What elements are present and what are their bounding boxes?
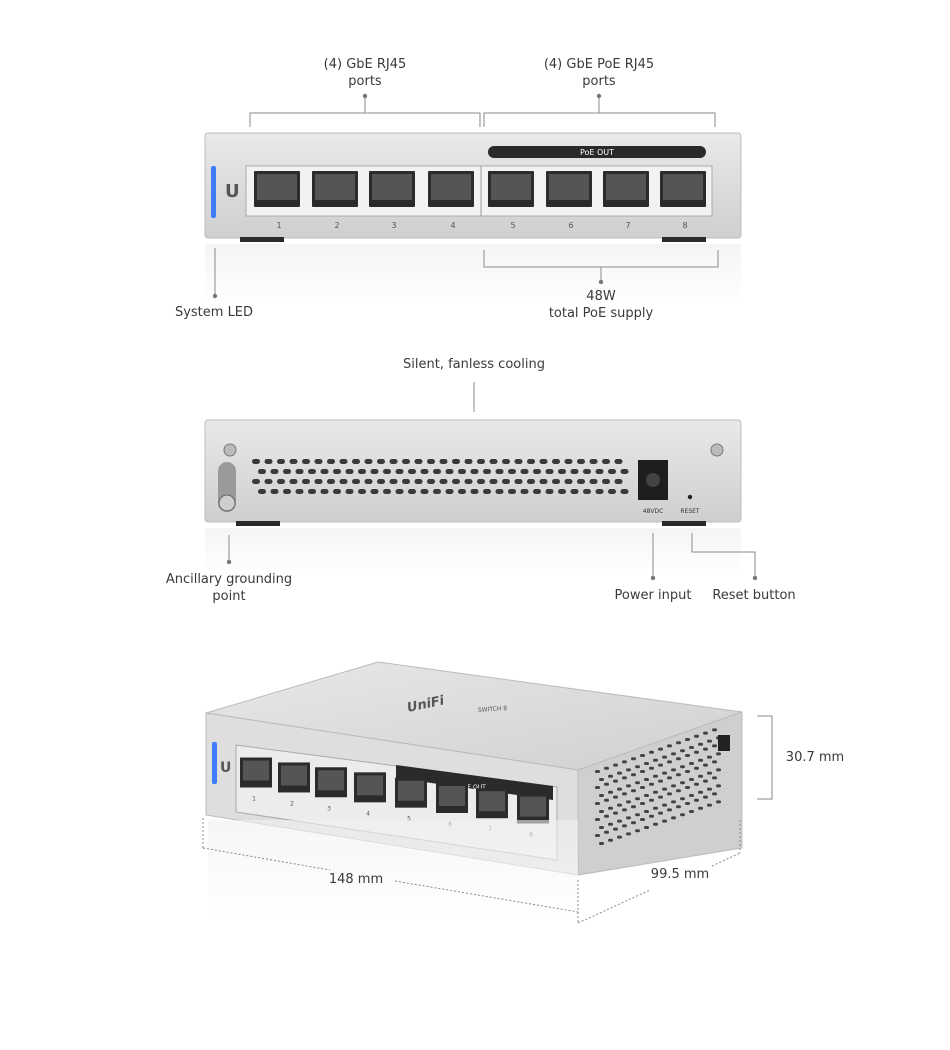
rj45-port-2: 2: [312, 171, 358, 230]
rear-view-switch: 48VDC RESET: [204, 419, 742, 573]
port-number-label-3d: 1: [252, 796, 256, 803]
port-number-label: 5: [510, 221, 515, 230]
poe-ports-callout: (4) GbE PoE RJ45 ports: [524, 56, 674, 90]
cooling-callout: Silent, fanless cooling: [403, 357, 545, 372]
rj45-port-3d-4: 4: [354, 772, 386, 817]
reset-label: RESET: [680, 508, 700, 515]
model-label: SWITCH 8: [478, 705, 508, 714]
rj45-port-6: 6: [546, 171, 592, 230]
rj45-port-3d-5: 5: [395, 777, 427, 823]
width-dimension: 148 mm: [328, 872, 384, 887]
rj45-port-3d-3: 3: [315, 767, 347, 812]
rj45-port-3: 3: [369, 171, 415, 230]
front-callout-lines: [214, 96, 719, 296]
ubiquiti-logo-icon: U: [225, 181, 240, 202]
system-led-callout: System LED: [174, 305, 254, 320]
rear-callout-lines: [228, 382, 756, 578]
poe-supply-line2: total PoE supply: [548, 306, 654, 321]
system-led: [211, 166, 216, 218]
port-number-label-3d: 2: [290, 800, 294, 807]
screw-icon: [223, 443, 237, 457]
power-jack-3d: [718, 735, 730, 751]
rj45-port-3d-1: 1: [240, 757, 272, 803]
rj45-port-1: 1: [254, 171, 300, 230]
reset-button-callout: Reset button: [712, 588, 796, 603]
front-view-switch: U PoE OUT 1 2 3 4 5 6 7 8: [204, 132, 742, 304]
gbe-ports-line1: (4) GbE RJ45: [323, 57, 407, 72]
depth-dimension: 99.5 mm: [650, 867, 710, 882]
rj45-port-8: 8: [660, 171, 706, 230]
dimension-lines: [202, 715, 773, 924]
power-label: 48VDC: [643, 508, 664, 515]
port-number-label: 7: [625, 221, 630, 230]
port-number-label: 1: [276, 221, 281, 230]
rj45-port-5: 5: [488, 171, 534, 230]
vent-holes: [252, 459, 629, 494]
grounding-screw-icon: [218, 494, 236, 512]
poe-out-label: PoE OUT: [580, 148, 614, 157]
reset-button-hole: [687, 494, 693, 500]
grounding-callout: Ancillary grounding point: [159, 571, 299, 605]
rj45-port-7: 7: [603, 171, 649, 230]
poe-ports-line2: ports: [582, 74, 616, 89]
port-number-label: 6: [568, 221, 573, 230]
port-number-label: 3: [391, 221, 396, 230]
rj45-port-3d-8: 8: [517, 793, 549, 839]
screw-icon: [710, 443, 724, 457]
gbe-ports-line2: ports: [348, 74, 382, 89]
rj45-port-3d-2: 2: [278, 762, 310, 807]
rj45-port-3d-6: 6: [436, 783, 468, 828]
grounding-line1: Ancillary grounding: [165, 572, 293, 587]
poe-supply-callout: 48W total PoE supply: [531, 288, 671, 322]
height-dimension: 30.7 mm: [785, 750, 845, 765]
gbe-ports-callout: (4) GbE RJ45 ports: [300, 56, 430, 90]
port-number-label-3d: 5: [407, 816, 411, 823]
power-input-callout: Power input: [614, 588, 692, 603]
port-number-label-3d: 3: [327, 805, 331, 812]
svg-text:U: U: [220, 760, 231, 776]
port-number-label: 4: [450, 221, 455, 230]
port-number-label-3d: 4: [366, 810, 370, 817]
poe-out-bar: [488, 146, 706, 158]
grounding-line2: point: [212, 589, 246, 604]
system-led-3d: [212, 742, 217, 784]
poe-out-label-3d: PoE OUT: [460, 784, 486, 791]
port-number-label: 2: [334, 221, 339, 230]
poe-ports-line1: (4) GbE PoE RJ45: [543, 57, 655, 72]
port-number-label: 8: [682, 221, 687, 230]
rj45-port-4: 4: [428, 171, 474, 230]
poe-supply-line1: 48W: [586, 289, 616, 304]
